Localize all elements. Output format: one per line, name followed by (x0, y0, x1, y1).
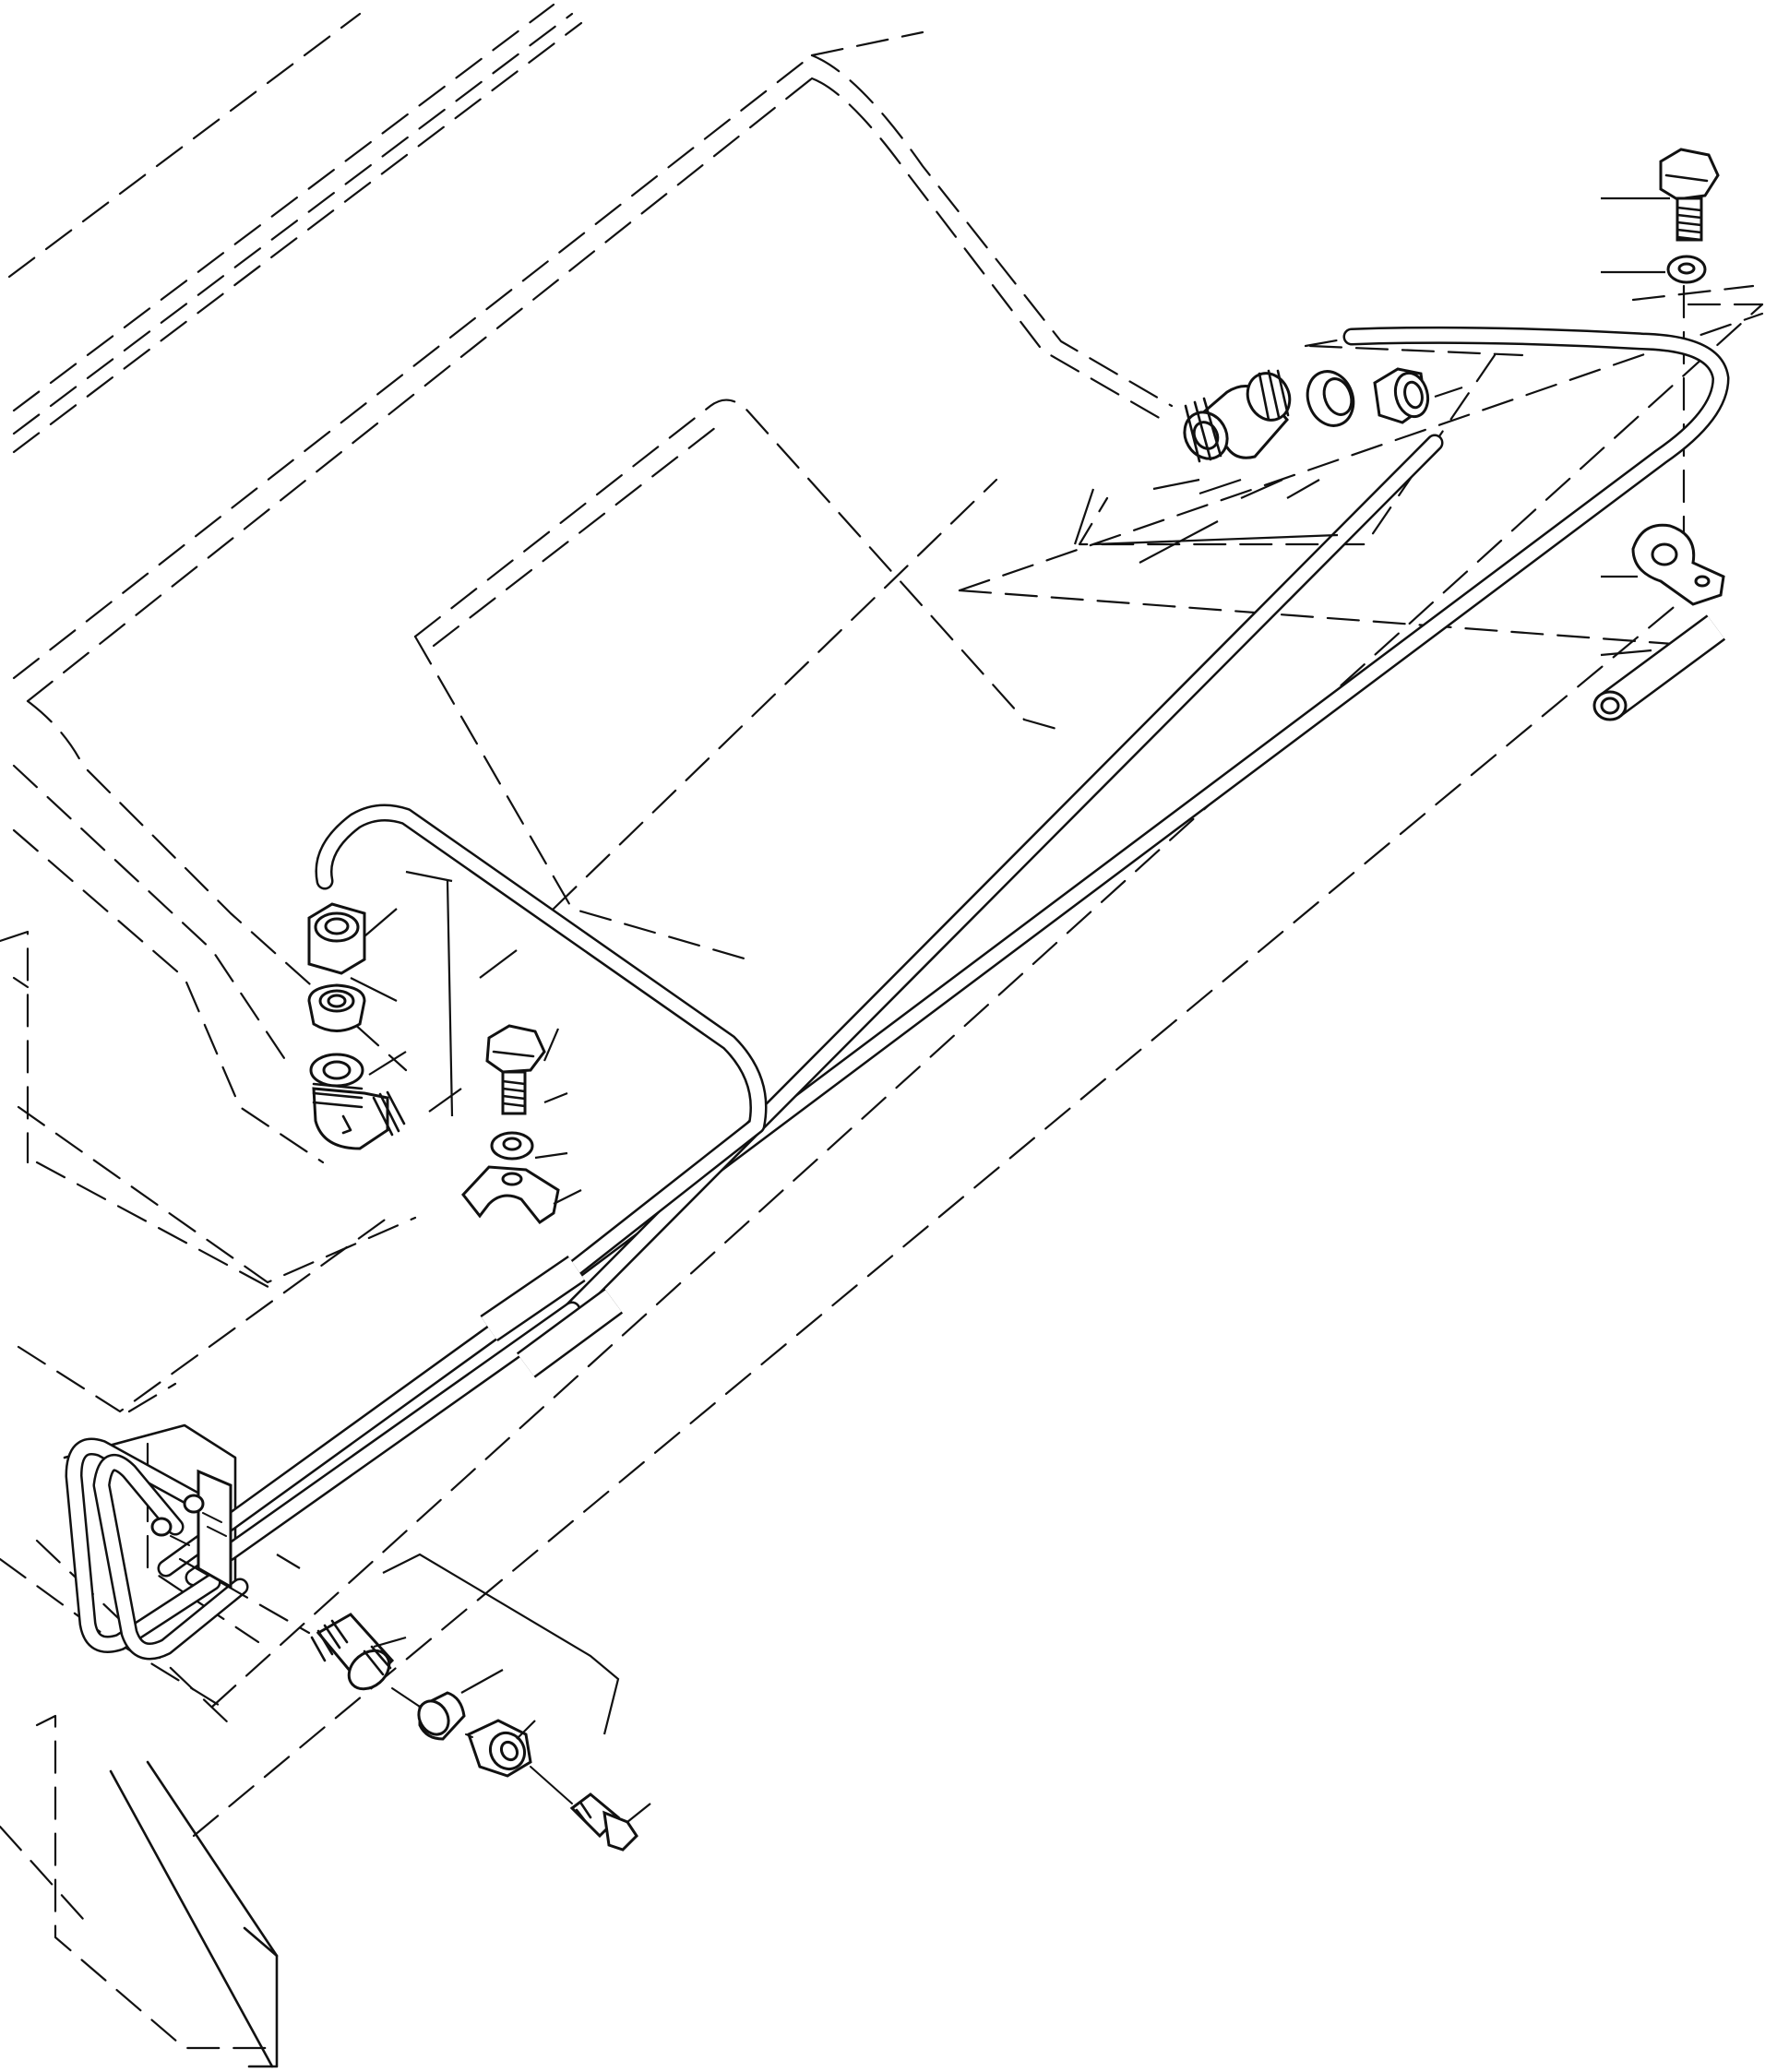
elbow-fitting-left (309, 1053, 406, 1150)
straight-fitting-lower (310, 1613, 395, 1691)
grease-nipple (569, 1792, 638, 1852)
hose-sleeve-right (1592, 614, 1726, 721)
dashed-centerline-lower (178, 1557, 573, 1804)
machine-body-outline (0, 3, 1764, 2050)
sleeve-lower (417, 1691, 466, 1741)
leader-lines-lower (276, 1553, 651, 1823)
clamp-block-left (461, 1165, 560, 1225)
bolt-left (485, 1024, 546, 1115)
clamp-right (1631, 523, 1725, 606)
u-bend-tubes (65, 1437, 249, 1661)
leader-lines-left-fittings (350, 870, 582, 1205)
leader-lines-upper-fitting (1073, 386, 1463, 564)
thread-upper-elbow (1184, 397, 1222, 463)
sleeve-left (307, 983, 366, 1032)
washer-left (490, 1131, 534, 1161)
washer-top-right (1666, 255, 1707, 284)
hose-ends-left (150, 1494, 227, 1546)
bracket-plate (197, 1469, 233, 1590)
sleeve-upper (1306, 370, 1355, 427)
nut-lower (467, 1719, 532, 1778)
bolt-top-right (1659, 148, 1720, 242)
leader-lines-right-parts (1600, 196, 1670, 657)
hose-sleeve-1 (480, 1255, 586, 1342)
hose-sleeve-2 (516, 1288, 624, 1378)
nut-left (307, 902, 366, 975)
nut-upper (1373, 367, 1430, 424)
elbow-fitting-upper (1183, 369, 1292, 463)
upper-left-tube (315, 804, 768, 1338)
